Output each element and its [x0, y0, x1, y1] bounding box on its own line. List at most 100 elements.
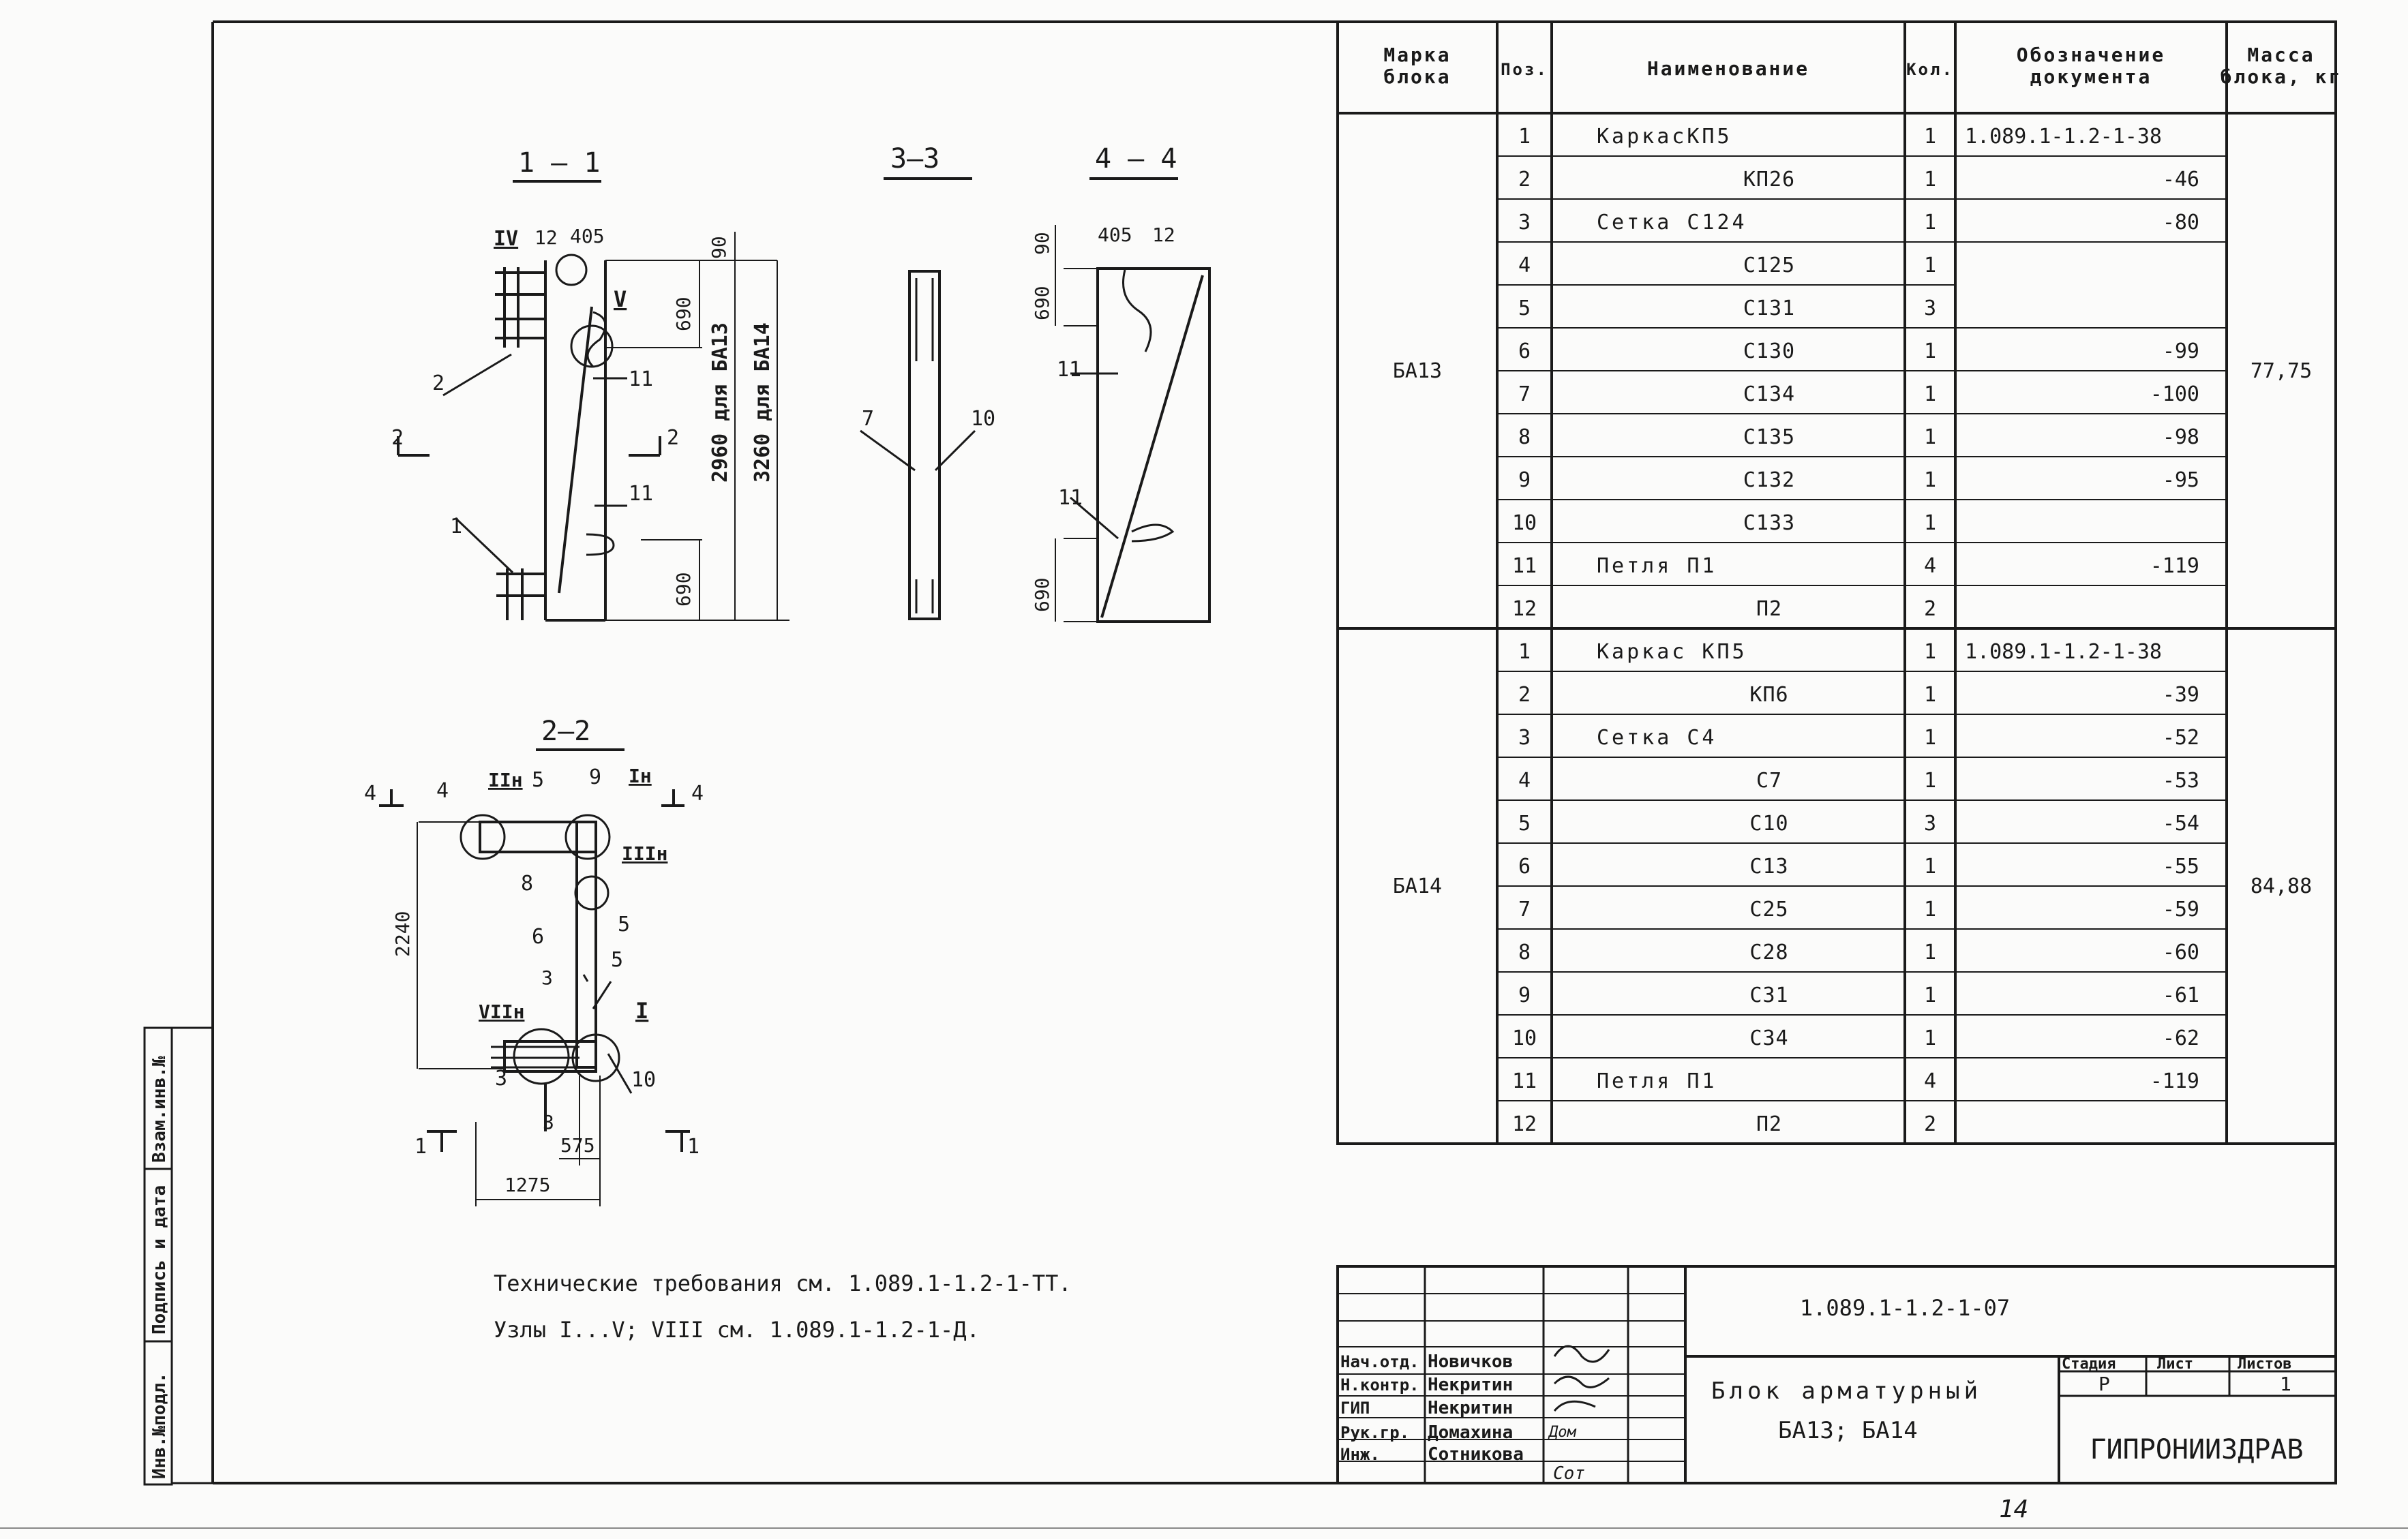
- label-2-2-cut-1-right: 1: [687, 1135, 699, 1159]
- signer-name: Домахина: [1428, 1422, 1513, 1443]
- label-2-2-pos-10: 10: [631, 1068, 656, 1092]
- signer-role: ГИП: [1340, 1399, 1370, 1418]
- label-1-1-pos-2: 2: [432, 371, 445, 395]
- label-1-1-cut-2-right: 2: [667, 426, 679, 450]
- spec-pos: 10: [1512, 511, 1537, 535]
- spec-doc: -52: [2163, 726, 2199, 750]
- label-1-1-pos-11-top: 11: [629, 367, 653, 391]
- label-2-2-node-7: VIIн: [479, 1001, 524, 1023]
- label-1-1-dim-90: 90: [708, 236, 730, 259]
- sheet-frame: [0, 20, 2408, 1529]
- spec-pos: 7: [1518, 382, 1531, 406]
- label-2-2-pos-3-left: 3: [495, 1067, 507, 1091]
- label-2-2-dim-575: 575: [560, 1134, 595, 1157]
- label-1-1-pos-12: 12: [535, 226, 558, 249]
- spec-pos: 4: [1518, 254, 1531, 277]
- signer-name: Некритин: [1428, 1398, 1513, 1418]
- block-mark-0: БА13: [1393, 359, 1442, 383]
- block-mass-1: 84,88: [2251, 874, 2312, 898]
- spec-pos: 3: [1518, 211, 1531, 234]
- spec-qty: 1: [1924, 339, 1936, 363]
- sheet-header: Лист: [2157, 1356, 2193, 1373]
- block-mark-1: БА14: [1393, 874, 1442, 898]
- label-2-2-pos-5-top: 5: [532, 768, 544, 792]
- stage-header: Стадия: [2062, 1356, 2116, 1373]
- title-block: 1.089.1-1.2-1-07 Блок арматурный БА13; Б…: [1336, 1265, 2337, 1484]
- side-stamp-inv: Инв.№подл.: [149, 1372, 170, 1479]
- spec-pos: 10: [1512, 1026, 1537, 1050]
- spec-pos: 2: [1518, 168, 1531, 192]
- label-4-4-pos-12: 12: [1152, 224, 1175, 246]
- spec-name: КП26: [1743, 168, 1795, 192]
- section-title-1-1: 1 — 1: [518, 147, 600, 179]
- label-2-2-cut-4-right: 4: [691, 782, 704, 806]
- spec-pos: 8: [1518, 425, 1531, 449]
- sheets-value: 1: [2280, 1373, 2291, 1395]
- note-nodes: Узлы I...V; VIII см. 1.089.1-1.2-1-Д.: [494, 1317, 980, 1343]
- title-line-1: Блок арматурный: [1711, 1377, 1982, 1405]
- title-line-2: БА13; БА14: [1778, 1417, 1918, 1444]
- spec-name: П2: [1756, 1112, 1782, 1136]
- spec-doc: -95: [2163, 468, 2199, 492]
- side-stamp: Инв.№подл. Подпись и дата Взам.инв.№: [143, 1026, 213, 1486]
- header-qty: Кол.: [1906, 60, 1954, 79]
- spec-qty: 1: [1924, 855, 1936, 879]
- label-2-2-pos-5-low: 5: [611, 948, 623, 972]
- spec-qty: 2: [1924, 1112, 1936, 1136]
- doc-code: 1.089.1-1.2-1-07: [1800, 1295, 2010, 1321]
- label-2-2-cut-1-left: 1: [415, 1135, 427, 1159]
- label-4-4-dim-690-bottom: 690: [1031, 577, 1053, 612]
- spec-name: С132: [1743, 468, 1795, 492]
- spec-name: Каркас КП5: [1597, 640, 1747, 664]
- spec-pos: 1: [1518, 640, 1531, 664]
- spec-doc: -99: [2163, 339, 2199, 363]
- label-2-2-pos-3-lower: 3: [543, 1111, 554, 1133]
- spec-qty: 1: [1924, 254, 1936, 277]
- spec-qty: 1: [1924, 468, 1936, 492]
- signature-domakhina: Дом: [1548, 1424, 1576, 1441]
- spec-qty: 3: [1924, 812, 1936, 836]
- label-2-2-dim-1275: 1275: [505, 1174, 550, 1196]
- label-2-2-pos-6: 6: [532, 925, 544, 949]
- spec-qty: 1: [1924, 640, 1936, 664]
- spec-doc: -53: [2163, 769, 2199, 793]
- label-2-2-pos-3-upper: 3: [541, 966, 553, 989]
- spec-pos: 2: [1518, 683, 1531, 707]
- header-name: Наименование: [1647, 57, 1809, 80]
- signer-row: Нач.отд.Новичков: [1340, 1352, 1513, 1372]
- spec-name: С131: [1743, 296, 1795, 320]
- spec-doc: -119: [2150, 554, 2199, 578]
- signer-role: Нач.отд.: [1340, 1352, 1419, 1371]
- signer-row: ГИП Некритин: [1340, 1398, 1513, 1418]
- section-1-1: 1 — 1: [391, 147, 789, 622]
- spec-pos: 4: [1518, 769, 1531, 793]
- label-1-1-dim-690-top: 690: [672, 296, 695, 331]
- spec-qty: 1: [1924, 511, 1936, 535]
- spec-doc: -46: [2163, 168, 2199, 192]
- spec-doc: 1.089.1-1.2-1-38: [1965, 125, 2162, 149]
- label-2-2-node-3: IIIн: [622, 842, 667, 865]
- notes: Технические требования см. 1.089.1-1.2-1…: [494, 1270, 1072, 1343]
- spec-name: П2: [1756, 597, 1782, 621]
- spec-pos: 5: [1518, 296, 1531, 320]
- spec-name: С34: [1749, 1026, 1788, 1050]
- label-2-2-pos-9: 9: [589, 765, 601, 789]
- label-1-1-pos-11-bottom: 11: [629, 482, 653, 506]
- label-1-1-dim-690-bottom: 690: [672, 572, 695, 607]
- label-2-2-node-i: I: [635, 998, 648, 1024]
- spec-name: Сетка С4: [1597, 726, 1717, 750]
